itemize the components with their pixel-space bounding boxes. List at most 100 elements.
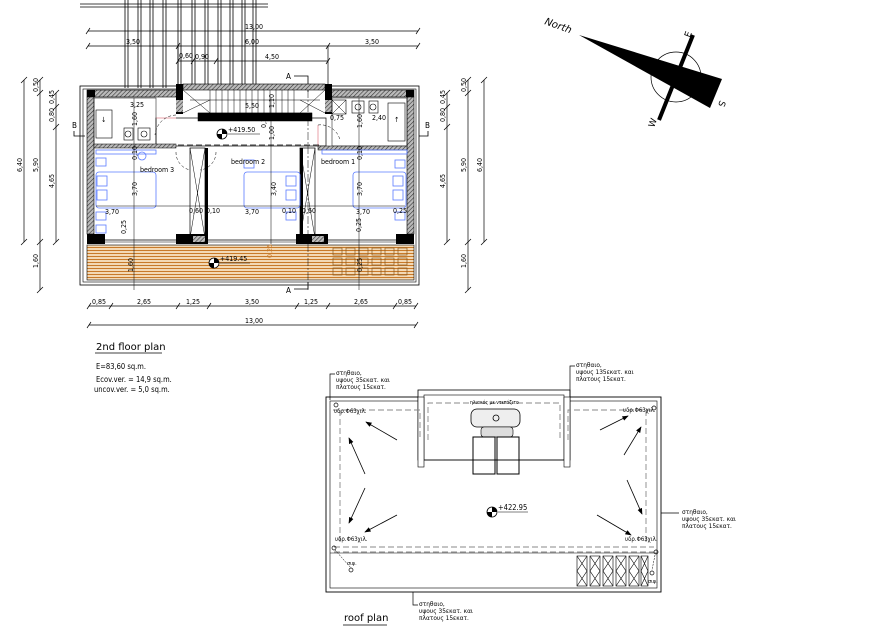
svg-text:0,25: 0,25: [120, 220, 128, 234]
svg-text:2,65: 2,65: [354, 298, 368, 306]
area-covered-veranda: Ecov.ver. = 14,9 sq.m.: [96, 375, 172, 384]
svg-text:υψους 35εκατ. και: υψους 35εκατ. και: [419, 607, 473, 615]
svg-text:0,25: 0,25: [355, 218, 363, 232]
svg-text:A: A: [286, 72, 291, 81]
bathroom-right: ↑: [317, 97, 408, 151]
dim-label: 3,50: [126, 38, 140, 46]
svg-text:υψους 35εκατ. και: υψους 35εκατ. και: [682, 515, 736, 523]
dim-label: 0,90: [195, 53, 209, 61]
roof-rails: [80, 0, 268, 88]
svg-text:0,25: 0,25: [393, 207, 407, 215]
svg-text:στηθαιο,: στηθαιο,: [336, 369, 362, 377]
svg-text:στηθαιο,: στηθαιο,: [576, 361, 602, 369]
floor-plan: ↓ ↑: [72, 83, 430, 295]
svg-text:3,40: 3,40: [270, 182, 278, 196]
drain-label: υδρ.Φ63χιλ.: [335, 536, 368, 543]
svg-text:1,60: 1,60: [127, 258, 135, 272]
svg-text:W: W: [647, 117, 659, 129]
bathroom-left: ↓: [93, 97, 177, 149]
veranda-chairs: [332, 247, 408, 276]
drain-label: υδρ.Φ63χιλ.: [625, 536, 658, 543]
svg-text:0,25: 0,25: [266, 244, 274, 258]
parapet-note-4: στηθαιο, υψους 35εκατ. και πλατους 15εκα…: [412, 592, 473, 622]
bottom-dimension-labels: 0,85 2,65 1,25 3,50 1,25 2,65 0,85 13,00: [92, 298, 412, 325]
svg-text:πλατους 15εκατ.: πλατους 15εκατ.: [419, 614, 469, 622]
svg-text:5,50: 5,50: [245, 102, 259, 110]
svg-text:0,50: 0,50: [32, 78, 40, 92]
furniture-beds: [95, 149, 408, 234]
svg-text:+419.50: +419.50: [228, 126, 255, 134]
right-dimensions: [443, 76, 488, 294]
svg-text:3,50: 3,50: [245, 298, 259, 306]
top-dimension-labels: 13,00 3,50 6,00 3,50 0,60 0,90 4,50: [126, 23, 379, 61]
svg-text:13,00: 13,00: [245, 317, 263, 325]
section-mark-b-left: B: [72, 121, 85, 137]
drain-icon: [333, 402, 339, 408]
svg-text:6,40: 6,40: [16, 158, 24, 172]
svg-text:0,10: 0,10: [131, 146, 139, 160]
svg-text:+419.45: +419.45: [220, 255, 247, 263]
room-label-bedroom-2: bedroom 2: [231, 158, 265, 166]
slope-arrows: [348, 415, 643, 536]
bottom-wall: [87, 234, 414, 244]
top-dimensions: [85, 27, 421, 88]
svg-text:3,70: 3,70: [131, 182, 139, 196]
svg-text:1,00: 1,00: [268, 126, 276, 140]
svg-text:πλατους 15εκατ.: πλατους 15εκατ.: [576, 375, 626, 383]
parapet-note-1: στηθαιο, υψους 35εκατ. και πλατους 15εκα…: [329, 369, 390, 400]
svg-text:↓: ↓: [101, 116, 106, 124]
solar-panels: [576, 555, 649, 587]
dim-label: 3,50: [365, 38, 379, 46]
level-marker-veranda: +419.45: [208, 255, 250, 269]
section-mark-a-bottom: A: [286, 282, 309, 295]
svg-text:6,40: 6,40: [476, 158, 484, 172]
svg-text:B: B: [425, 121, 430, 130]
svg-text:1,60: 1,60: [356, 114, 364, 128]
left-dimension-labels: 6,40 1,60 0,50 5,90 0,45 0,80 4,65: [16, 78, 56, 268]
svg-text:1,10: 1,10: [268, 94, 276, 108]
svg-text:0,30: 0,30: [260, 114, 268, 128]
north-arrow: North E S W: [543, 16, 727, 129]
dim-label: 4,50: [265, 53, 279, 61]
svg-text:0,45: 0,45: [48, 90, 56, 104]
svg-text:4,65: 4,65: [48, 174, 56, 188]
svg-text:υψους 135εκατ. και: υψους 135εκατ. και: [576, 368, 634, 376]
svg-text:0,10: 0,10: [356, 146, 364, 160]
svg-text:3,70: 3,70: [356, 182, 364, 196]
svg-text:1,60: 1,60: [131, 112, 139, 126]
right-dimension-labels: 0,45 0,80 4,65 0,50 5,90 1,60 6,40: [439, 78, 484, 268]
svg-text:0,60: 0,60: [189, 207, 203, 215]
svg-text:3,70: 3,70: [356, 208, 370, 216]
interior-dimension-labels: 3,25 1,60 0,10 5,50 1,10 0,30 1,00 0,75 …: [105, 94, 407, 272]
svg-text:1,25: 1,25: [304, 298, 318, 306]
svg-text:1,60: 1,60: [32, 254, 40, 268]
svg-text:0,80: 0,80: [439, 108, 447, 122]
svg-text:0,60: 0,60: [302, 207, 316, 215]
dim-overall-top: 13,00: [245, 23, 263, 31]
dim-label: 0,60: [179, 52, 193, 60]
svg-text:E: E: [683, 30, 694, 39]
section-mark-b-right: B: [419, 121, 430, 137]
level-marker-corridor: +419.50: [216, 126, 260, 140]
svg-text:S: S: [715, 99, 726, 108]
interior-walls: [189, 147, 316, 239]
svg-text:σιφ.: σιφ.: [347, 561, 357, 567]
svg-text:+422.95: +422.95: [498, 503, 527, 512]
solar-water-heater: ηλιακός με ντεπόζιτο: [470, 399, 521, 475]
svg-text:A: A: [286, 286, 291, 295]
parapet-note-2: στηθαιο, υψους 135εκατ. και πλατους 15εκ…: [569, 361, 634, 397]
svg-text:↑: ↑: [394, 116, 399, 124]
area-total: E=83,60 sq.m.: [96, 362, 146, 371]
level-marker-roof: +422.95: [486, 503, 528, 518]
svg-text:0,85: 0,85: [92, 298, 106, 306]
svg-text:υψους 35εκατ. και: υψους 35εκατ. και: [336, 376, 390, 384]
svg-text:ηλιακός με ντεπόζιτο: ηλιακός με ντεπόζιτο: [470, 399, 519, 406]
svg-text:0,25: 0,25: [356, 258, 364, 272]
drain-label: υδρ.Φ63χιλ.: [623, 407, 656, 414]
svg-text:3,70: 3,70: [105, 208, 119, 216]
bottom-dimensions: [86, 302, 419, 329]
svg-text:3,25: 3,25: [130, 101, 144, 109]
veranda-deck: [86, 244, 415, 281]
svg-text:5,90: 5,90: [32, 158, 40, 172]
